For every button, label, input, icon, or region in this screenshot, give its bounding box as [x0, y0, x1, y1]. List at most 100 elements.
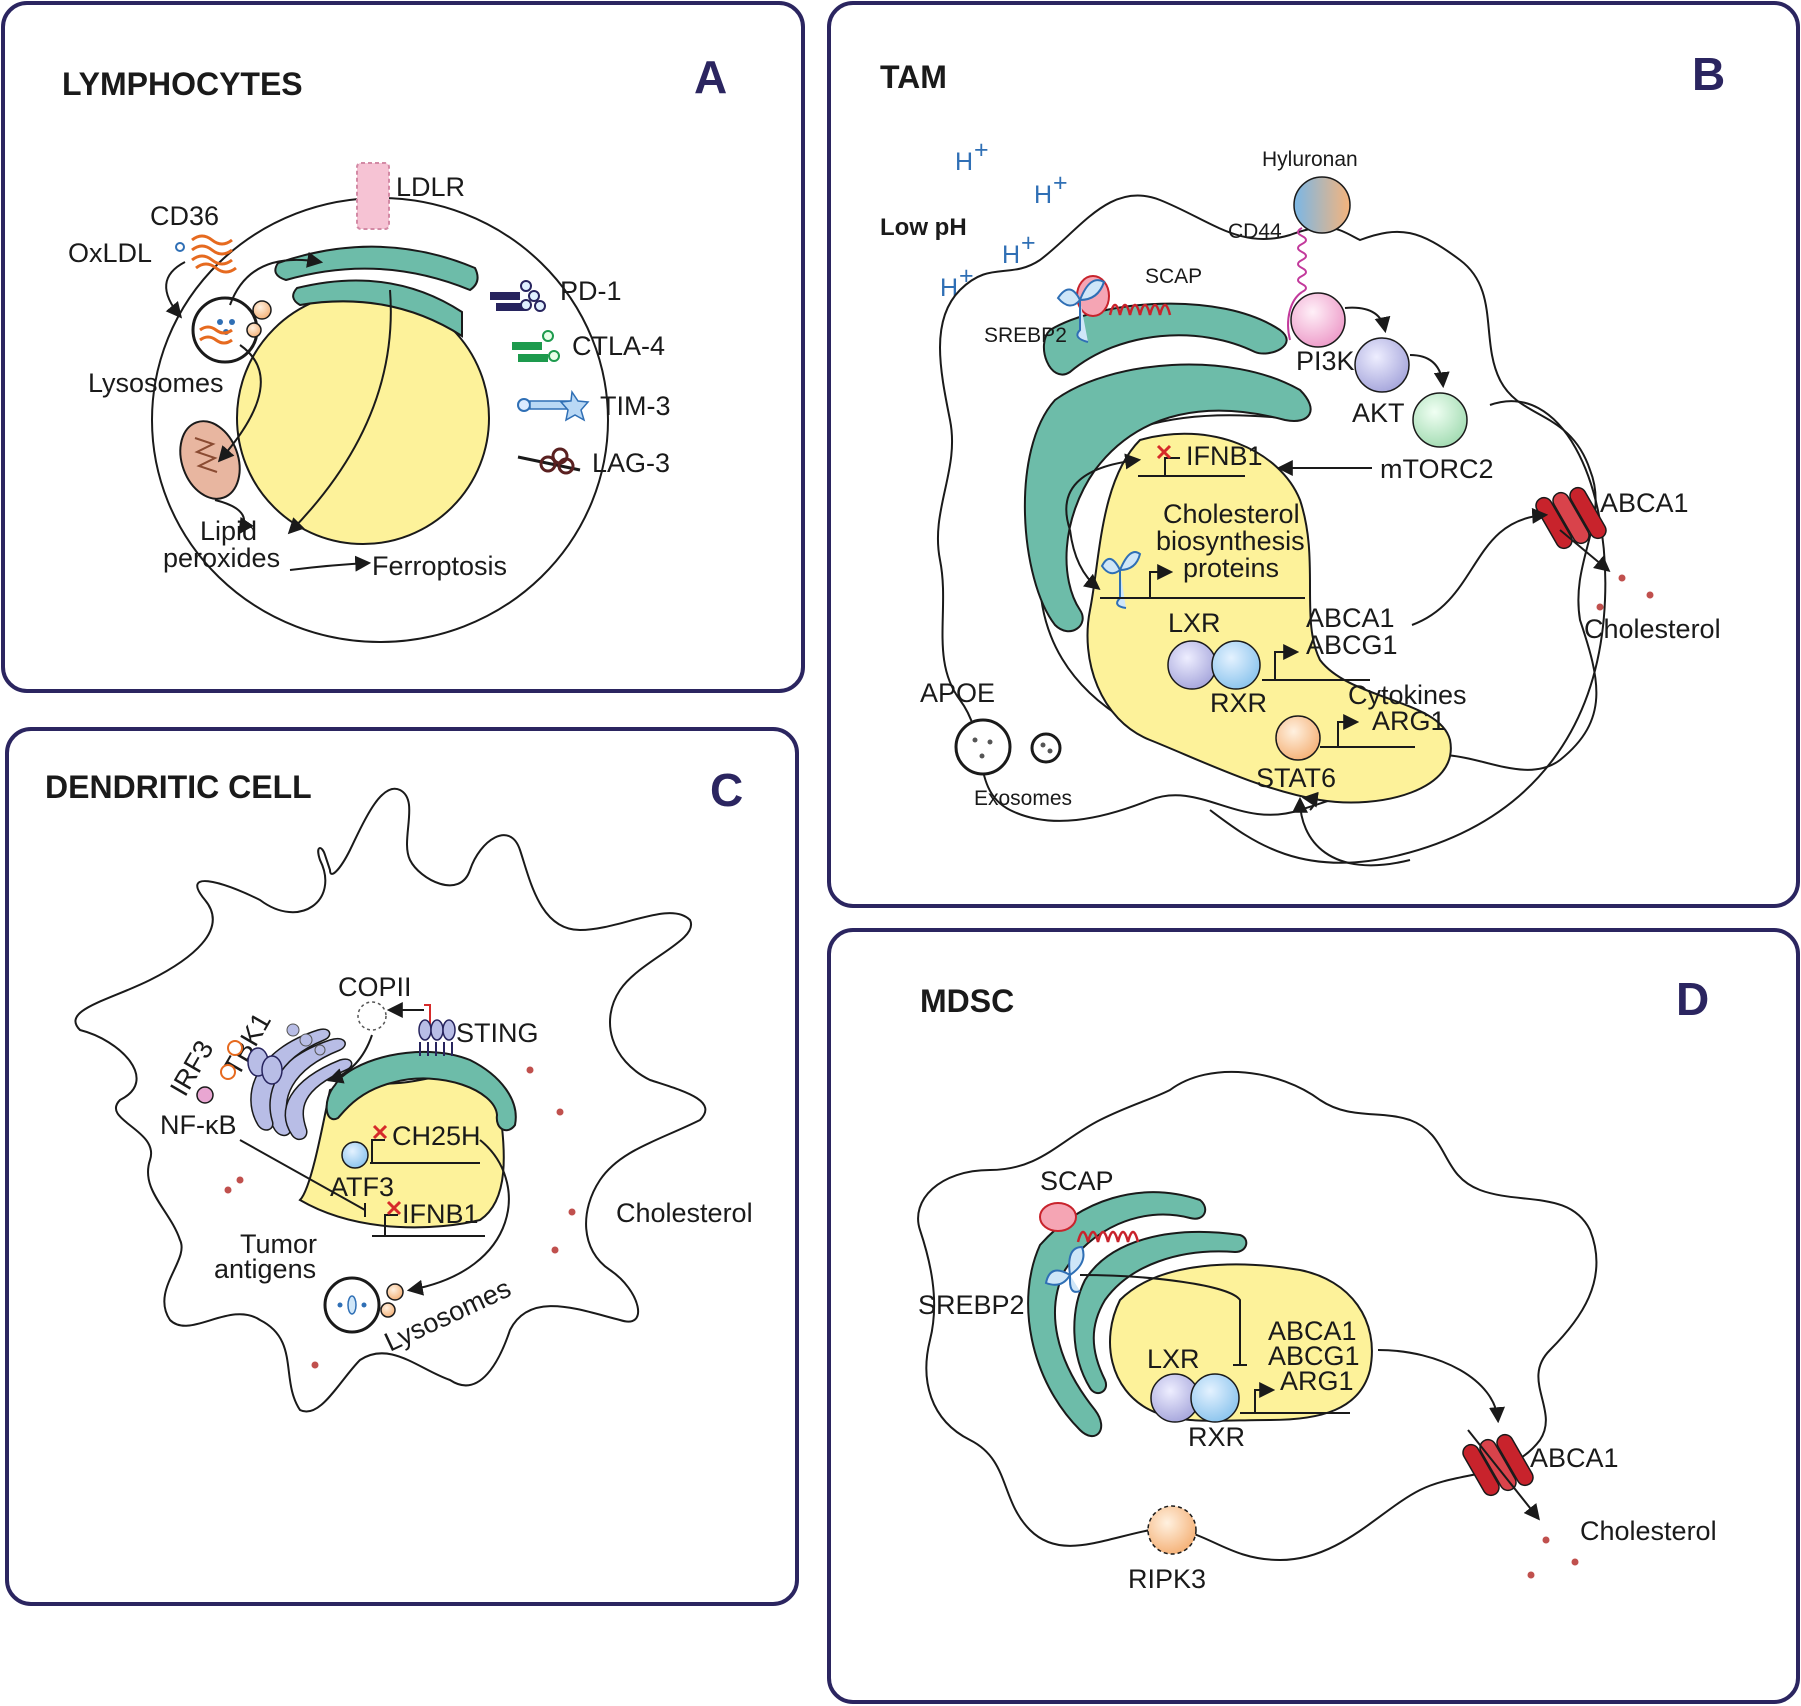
copii-to-golgi-arrow [326, 1034, 373, 1084]
nfkb-label: NF-κB [160, 1110, 237, 1140]
ctla4-label: CTLA-4 [572, 331, 665, 361]
tim3-receptor-icon [517, 389, 590, 422]
srebp2-label: SREBP2 [918, 1290, 1025, 1320]
panel-b-title: TAM [880, 59, 947, 95]
rxr-icon [1211, 640, 1261, 690]
dc-nucleus [298, 1075, 505, 1229]
ifnb1-label: IFNB1 [1186, 441, 1263, 471]
tam-nucleus [1086, 432, 1452, 804]
copii-label: COPII [338, 972, 412, 1002]
scap-icon [1039, 1202, 1077, 1232]
hyaluronan-icon [1293, 176, 1351, 234]
abca1-expression-arrow [1411, 507, 1549, 626]
abcg1-gene-label: ABCG1 [1306, 630, 1398, 660]
hplus-superscript: + [1053, 169, 1068, 197]
vesicle-particle-icon [1047, 748, 1053, 754]
ch25h-block-icon [372, 1124, 388, 1140]
cholesterol-dot [224, 1186, 232, 1194]
cholesterol-dot [1646, 591, 1654, 599]
tam-er-bottom [1024, 363, 1312, 633]
ifnb1-block-icon [1156, 444, 1172, 460]
abca1-expression-arrow [1377, 1349, 1506, 1424]
mtorc2-icon [1412, 392, 1468, 448]
lag3-label: LAG-3 [592, 448, 670, 478]
lysosome-icon [252, 300, 272, 320]
rxr-label: RXR [1210, 688, 1267, 718]
cd36-label: CD36 [150, 201, 219, 231]
abcg1-gene-label: ABCG1 [1268, 1341, 1360, 1371]
ldlr-label: LDLR [396, 172, 465, 202]
ripk3-icon [1147, 1505, 1197, 1555]
mdsc-promoter-icon [1254, 1382, 1276, 1413]
dc-ifnb1-promoter-icon [384, 1214, 398, 1236]
cholesterol-dot [1571, 1558, 1579, 1566]
ferroptosis-label: Ferroptosis [372, 551, 507, 581]
lysosomes-label: Lysosomes [88, 368, 224, 398]
vesicle-particle-icon [979, 753, 985, 759]
er-to-lipid-arrow [287, 289, 392, 535]
exosome-vesicle-icon [1030, 732, 1062, 764]
dc-er [325, 1050, 517, 1132]
irf3-phospho-icon [220, 1064, 236, 1080]
lipid-to-ferroptosis-arrow [289, 555, 372, 572]
sting-inhibition-icon [424, 1004, 431, 1025]
atf3-icon [341, 1141, 369, 1169]
hplus-label: H [1002, 241, 1020, 269]
cholesterol-efflux-arrow [1559, 529, 1611, 573]
ifnb1-promoter-icon [1164, 457, 1180, 476]
er-stack-bottom [292, 279, 463, 338]
sting-icon [418, 1019, 456, 1056]
abca1-transporter-label: ABCA1 [1600, 488, 1689, 518]
oxldl-label: OxLDL [68, 238, 152, 268]
akt-label: AKT [1352, 398, 1405, 428]
srebp2-icon [1044, 1245, 1085, 1293]
oxldl-particle-icon [175, 242, 185, 252]
lysosome-icon [380, 1302, 396, 1318]
antigen-icon [347, 1295, 357, 1315]
vesicle-particle-icon [1040, 742, 1046, 748]
er-stack-top [274, 245, 479, 292]
exosomes-label: Exosomes [974, 787, 1072, 810]
hyaluronan-label: Hyluronan [1262, 148, 1358, 171]
stat6-promoter-icon [1337, 714, 1360, 747]
panel-c-title: DENDRITIC CELL [45, 769, 312, 805]
cholesterol-dot [1542, 1536, 1550, 1544]
cholesterol-label: Cholesterol [616, 1198, 753, 1228]
cholesterol-dot [1527, 1571, 1535, 1579]
tumor-label: Tumor [240, 1229, 317, 1259]
dc-ifnb1-label: IFNB1 [402, 1199, 479, 1229]
pd1-receptor-icon [490, 280, 546, 312]
irf3-phospho-icon [227, 1040, 243, 1056]
panel-d: MDSC D SCAP SREBP2 LXR RXR ABCA1 ABCG1 A… [827, 928, 1800, 1704]
hplus-superscript: + [974, 136, 989, 164]
stat6-icon [1275, 715, 1321, 761]
cholesterol-dot [556, 1108, 564, 1116]
copii-vesicle-icon [357, 1001, 387, 1031]
chol-biosynthesis-promoter-icon [1149, 564, 1174, 598]
panel-b-letter: B [1692, 48, 1725, 100]
cholesterol-dot [311, 1361, 319, 1369]
cholesterol-dot [236, 1176, 244, 1184]
sting-label: STING [456, 1018, 539, 1048]
pi3k-icon [1290, 292, 1346, 348]
lysosome-to-er-arrow [229, 251, 324, 306]
atf3-label: ATF3 [330, 1172, 394, 1202]
hplus-label: H [955, 148, 973, 176]
er-to-ifnb1-arrow [1065, 453, 1142, 531]
internalized-cd36-icon [199, 325, 233, 345]
lxr-promoter-icon [1274, 644, 1300, 680]
lysosome-icon [246, 322, 262, 338]
ldlr-receptor-icon [356, 162, 390, 230]
antigens-label: antigens [214, 1254, 316, 1284]
rxr-icon [1190, 1373, 1240, 1423]
cholesterol-dot [1596, 603, 1604, 611]
nfkb-inhibition-line [239, 1139, 366, 1217]
apoe-label: APOE [920, 678, 995, 708]
lxr-label: LXR [1147, 1344, 1200, 1374]
chol-biosynthesis-label-3: proteins [1183, 553, 1279, 583]
lysosome-to-mito-arrow [217, 344, 262, 463]
panel-d-title: MDSC [920, 983, 1014, 1019]
cytokines-label: Cytokines [1348, 680, 1467, 710]
ch25h-promoter-icon [371, 1139, 385, 1163]
